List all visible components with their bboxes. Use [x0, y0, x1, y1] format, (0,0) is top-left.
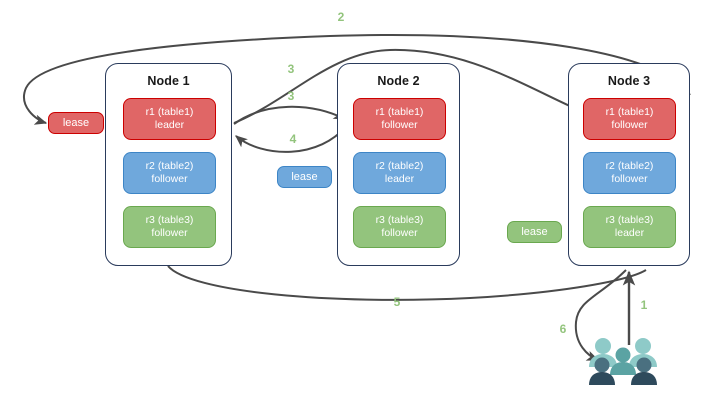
- replica-node1-r2[interactable]: r2 (table2) follower: [123, 152, 216, 194]
- edge-3-lower-path: [233, 105, 347, 125]
- replica-node3-r3[interactable]: r3 (table3) leader: [583, 206, 676, 248]
- lease-badge-red[interactable]: lease: [48, 112, 104, 134]
- replica-name: r1 (table1): [605, 106, 654, 118]
- edge-label-5: 5: [393, 295, 401, 309]
- edge-5-path: [167, 265, 647, 301]
- replica-name: r2 (table2): [605, 160, 654, 172]
- edge-label-3b: 3: [287, 89, 295, 103]
- replica-role: follower: [381, 227, 418, 239]
- replica-role: leader: [154, 119, 185, 131]
- replica-name: r3 (table3): [145, 214, 194, 226]
- edge-label-2: 2: [337, 10, 345, 24]
- replica-node2-r2[interactable]: r2 (table2) leader: [353, 152, 446, 194]
- node-container-node1: Node 1 r1 (table1) leader r2 (table2) fo…: [105, 63, 232, 266]
- node-title-node1: Node 1: [147, 74, 190, 88]
- replica-node1-r1[interactable]: r1 (table1) leader: [123, 98, 216, 140]
- node-container-node3: Node 3 r1 (table1) follower r2 (table2) …: [568, 63, 690, 266]
- replica-role: follower: [611, 119, 648, 131]
- replica-role: follower: [381, 119, 418, 131]
- replica-role: follower: [611, 173, 648, 185]
- edge-label-3a: 3: [287, 62, 295, 76]
- edge-label-1: 1: [640, 298, 648, 312]
- users-icon: [586, 335, 664, 390]
- replica-role: leader: [384, 173, 415, 185]
- replica-node2-r3[interactable]: r3 (table3) follower: [353, 206, 446, 248]
- lease-badge-green[interactable]: lease: [507, 221, 562, 243]
- edge-label-6: 6: [559, 322, 567, 336]
- replica-node2-r1[interactable]: r1 (table1) follower: [353, 98, 446, 140]
- replica-role: follower: [151, 173, 188, 185]
- replica-node1-r3[interactable]: r3 (table3) follower: [123, 206, 216, 248]
- node-title-node3: Node 3: [607, 74, 651, 88]
- replica-name: r1 (table1): [375, 106, 424, 118]
- replica-node3-r2[interactable]: r2 (table2) follower: [583, 152, 676, 194]
- lease-badge-blue[interactable]: lease: [277, 166, 332, 188]
- replica-name: r3 (table3): [605, 214, 654, 226]
- node-container-node2: Node 2 r1 (table1) follower r2 (table2) …: [337, 63, 460, 266]
- node-title-node2: Node 2: [377, 74, 420, 88]
- replica-node3-r1[interactable]: r1 (table1) follower: [583, 98, 676, 140]
- replica-role: leader: [614, 227, 645, 239]
- replica-role: follower: [151, 227, 188, 239]
- replica-name: r2 (table2): [145, 160, 194, 172]
- replica-name: r2 (table2): [375, 160, 424, 172]
- replica-name: r1 (table1): [145, 106, 194, 118]
- edge-label-4: 4: [289, 132, 297, 146]
- replica-name: r3 (table3): [375, 214, 424, 226]
